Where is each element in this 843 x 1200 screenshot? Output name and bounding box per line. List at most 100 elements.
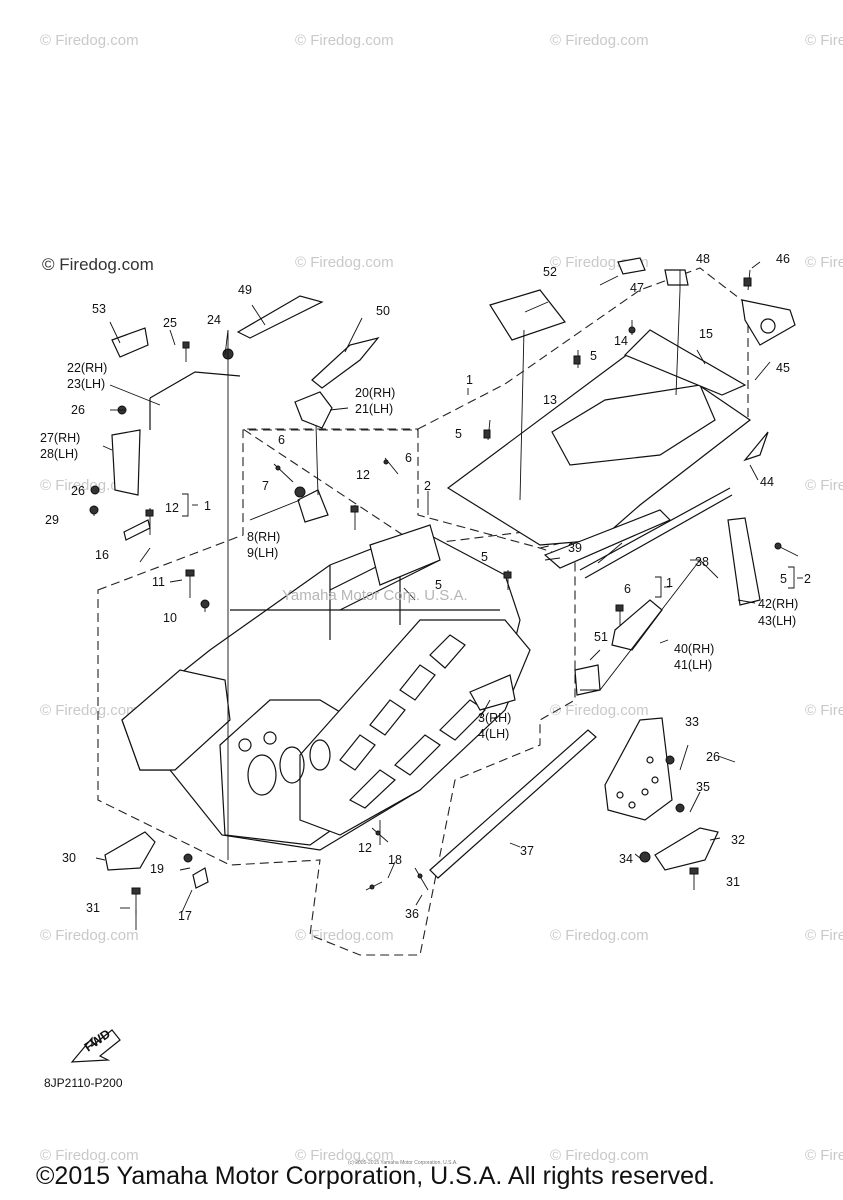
reference-code: 8JP2110-P200: [44, 1076, 123, 1090]
footer-small-print: (c) 2005-2015 Yamaha Motor Corporation, …: [348, 1160, 458, 1166]
callout-label: 25: [163, 316, 177, 330]
footrest-holes: [616, 756, 659, 809]
callout-label: 21(LH): [355, 402, 393, 416]
callout-label: 45: [776, 361, 790, 375]
callout-label: 1: [666, 576, 673, 590]
grip-3: [469, 674, 516, 711]
clip-17: [192, 867, 209, 889]
callout-label: 43(LH): [758, 614, 796, 628]
frame-assembly-drawing: FWD Yamaha Motor Corp. U.S.A.: [70, 257, 803, 1063]
callout-label: 15: [699, 327, 713, 341]
callout-label: 14: [614, 334, 628, 348]
callout-label: 35: [696, 780, 710, 794]
callout-label: 13: [543, 393, 557, 407]
callout-label: 47: [630, 281, 644, 295]
plate-50: [311, 336, 380, 389]
callout-label: 5: [455, 427, 462, 441]
watermark-text: © Firedog.com: [805, 1147, 843, 1164]
callout-label: 20(RH): [355, 386, 395, 400]
front-bulkhead: [121, 669, 231, 771]
watermark-text-dark: © Firedog.com: [42, 255, 154, 274]
callout-label: 44: [760, 475, 774, 489]
callout-label: 51: [594, 630, 608, 644]
callout-label: 36: [405, 907, 419, 921]
callout-label: 24: [207, 313, 221, 327]
callout-label: 18: [388, 853, 402, 867]
callout-label: 42(RH): [758, 597, 798, 611]
callout-label: 5: [435, 578, 442, 592]
watermark-text: © Firedog.com: [40, 927, 139, 944]
bar-37: [429, 729, 597, 879]
callout-label: 1: [466, 373, 473, 387]
watermark-text: © Firedog.com: [40, 1147, 139, 1164]
fwd-arrow: FWD: [70, 1027, 121, 1063]
watermark-text: © Firedog.com: [550, 1147, 649, 1164]
plate-49: [236, 295, 324, 339]
callout-label: 31: [86, 901, 100, 915]
callout-label: 26: [706, 750, 720, 764]
cover-53: [111, 327, 149, 358]
watermark-text: © Firedog.com: [805, 702, 843, 719]
callout-label: 46: [776, 252, 790, 266]
callout-label: 12: [358, 841, 372, 855]
callout-label: 40(RH): [674, 642, 714, 656]
callout-label: 12: [356, 468, 370, 482]
group-outline-2: [97, 429, 576, 956]
callout-label: 49: [238, 283, 252, 297]
watermark-text: © Firedog.com: [550, 32, 649, 49]
callout-label: 23(LH): [67, 377, 105, 391]
callout-label: 31: [726, 875, 740, 889]
center-watermark: Yamaha Motor Corp. U.S.A.: [282, 587, 468, 604]
rear-bumper-45: [741, 299, 796, 346]
callout-label: 50: [376, 304, 390, 318]
callout-label: 11: [152, 575, 165, 589]
callout-label: 26: [71, 484, 85, 498]
callout-label: 26: [71, 403, 85, 417]
lattice-holes: [339, 634, 486, 809]
watermark-text: © Firedog.com: [805, 927, 843, 944]
watermark-text: © Firedog.com: [295, 1147, 394, 1164]
watermark-text: © Firedog.com: [805, 254, 843, 271]
callout-label: 33: [685, 715, 699, 729]
side-plate-holes: [238, 731, 331, 796]
callout-label: 16: [95, 548, 109, 562]
bumper-boss: [760, 318, 776, 334]
side-panel-40: [611, 599, 663, 651]
pad-47: [617, 257, 646, 275]
watermark-text: © Firedog.com: [295, 32, 394, 49]
callout-label: 6: [278, 433, 285, 447]
bracket-8: [297, 489, 329, 523]
callout-label: 52: [543, 265, 557, 279]
watermark-text: © Firedog.com: [550, 702, 649, 719]
copyright-footer: ©2015 Yamaha Motor Corporation, U.S.A. A…: [36, 1162, 715, 1190]
callout-label: 9(LH): [247, 546, 278, 560]
callout-label: 22(RH): [67, 361, 107, 375]
callout-label: 38: [695, 555, 709, 569]
callout-label: 34: [619, 852, 633, 866]
callout-label: 2: [424, 479, 431, 493]
callout-label: 41(LH): [674, 658, 712, 672]
callout-label: 6: [405, 451, 412, 465]
side-frame-lattice: [299, 619, 531, 836]
callout-label: 5: [481, 550, 488, 564]
rail-39: [543, 509, 672, 569]
callout-label: 27(RH): [40, 431, 80, 445]
pad-52: [489, 289, 566, 341]
callout-label: 8(RH): [247, 530, 280, 544]
group-brackets: [182, 493, 803, 598]
callout-label: 10: [163, 611, 177, 625]
bar-51: [574, 664, 601, 696]
plate-16: [123, 519, 151, 541]
callout-label: 29: [45, 513, 59, 527]
callout-label: 2: [804, 572, 811, 586]
callout-label: 1: [204, 499, 211, 513]
tunnel-panel-opening: [551, 384, 716, 466]
step-32: [654, 827, 719, 871]
callout-label: 5: [590, 349, 597, 363]
watermark-text: © Firedog.com: [40, 32, 139, 49]
watermark-text: © Firedog.com: [550, 927, 649, 944]
callout-label: 37: [520, 844, 534, 858]
step-30: [104, 831, 156, 871]
callout-label: 5: [780, 572, 787, 586]
